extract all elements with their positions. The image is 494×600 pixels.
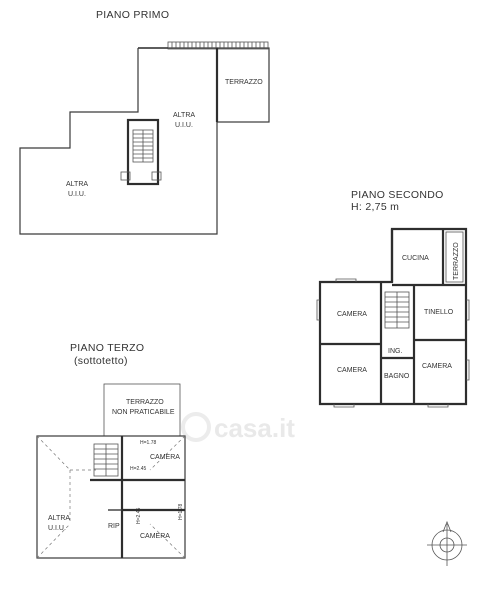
pp-altra-left-2: U.I.U. [68,191,86,198]
watermark-text: casa.it [214,413,295,443]
pt-altra-1: ALTRA [48,515,70,522]
ps-camera-bottom-left: CAMERA [337,367,367,374]
pt-height-3: H=1.78 [178,504,184,520]
ps-terrazzo: TERRAZZO [453,242,460,280]
pt-terrazzo-1: TERRAZZO [126,399,164,406]
pp-altra-left-1: ALTRA [66,181,88,188]
piano-secondo-height: H: 2,75 m [351,201,399,213]
pp-altra-right-2: U.I.U. [175,122,193,129]
ps-camera-top-left: CAMERA [337,311,367,318]
watermark: casa.it [181,412,295,443]
ps-tinello: TINELLO [424,309,454,316]
pt-camera-bottom: CAMERA [140,533,170,540]
pt-height-1: H=1.78 [140,440,156,446]
piano-primo-title: PIANO PRIMO [96,9,169,21]
stair-piano-terzo [93,443,119,477]
piano-secondo-title: PIANO SECONDO [351,189,444,201]
ps-ing: ING. [388,348,402,355]
north-arrow-icon [427,520,467,566]
pp-altra-right-1: ALTRA [173,112,195,119]
piano-secondo-plan: PIANO SECONDO H: 2,75 m CUCINA TERRAZZO … [316,189,470,408]
pt-camera-top: CAMERA [150,454,180,461]
piano-terzo-plan: PIANO TERZO (sottotetto) TERRAZZO NON PR… [36,342,186,559]
piano-terzo-title: PIANO TERZO [70,342,144,354]
pt-height-4: H=2.45 [136,508,142,524]
pt-rip: RIP [108,523,120,530]
pp-terrazzo: TERRAZZO [225,79,263,86]
piano-terzo-subtitle: (sottotetto) [74,355,128,367]
ps-cucina: CUCINA [402,255,429,262]
ps-camera-bottom-right: CAMERA [422,363,452,370]
pt-terrazzo-2: NON PRATICABILE [112,409,175,416]
piano-primo-plan: PIANO PRIMO TERRAZZO ALTRA U.I.U. ALTRA … [19,9,270,235]
pt-altra-2: U.I.U. [48,525,66,532]
stair-piano-secondo [384,291,410,329]
stair-piano-primo [120,118,162,186]
ps-bagno: BAGNO [384,373,410,380]
pt-height-2: H=2.45 [130,466,146,472]
